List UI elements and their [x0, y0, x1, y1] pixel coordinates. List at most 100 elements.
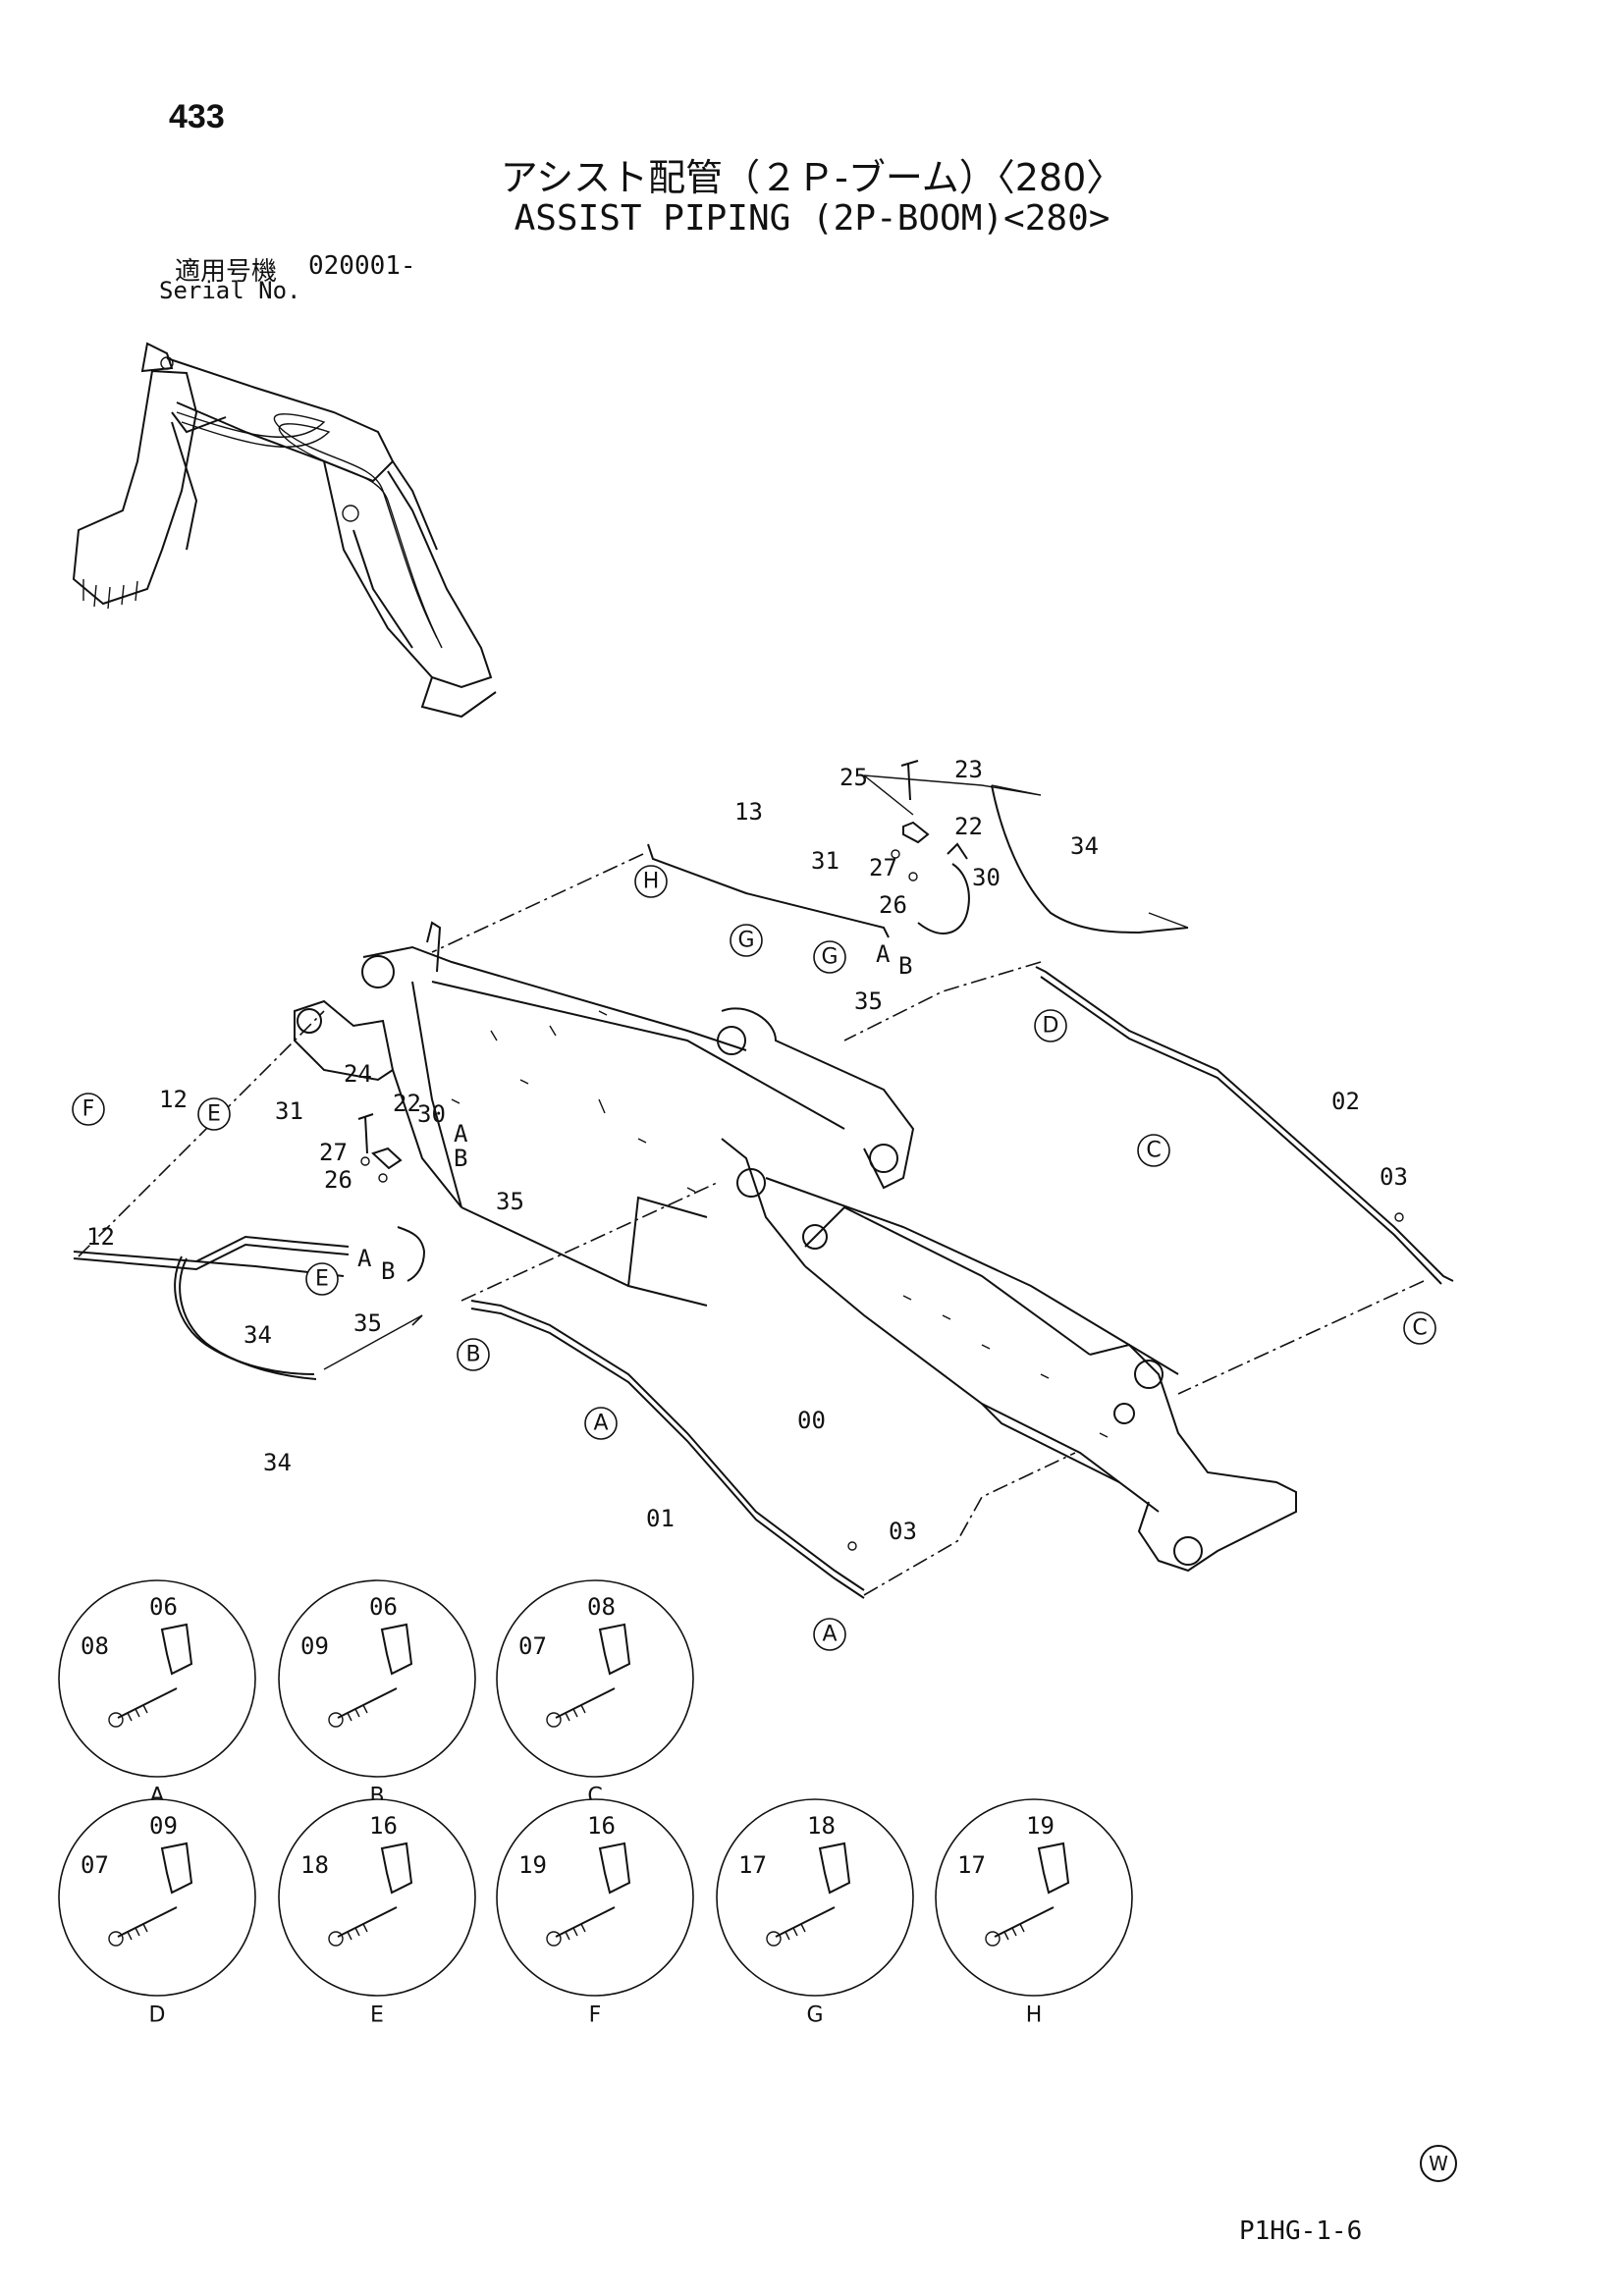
serial-number-value: 020001- — [308, 251, 416, 281]
callout-35: 35 — [496, 1188, 524, 1215]
port-A: A — [876, 940, 891, 968]
detail-part-17: 17 — [738, 1851, 767, 1879]
ref-circle-F: F — [72, 1093, 105, 1126]
port-B: B — [898, 952, 912, 980]
detail-view-H: 17 19H — [935, 1798, 1133, 2028]
ref-circle-G: G — [813, 940, 846, 974]
callout-30: 30 — [417, 1100, 446, 1128]
callout-22: 22 — [393, 1090, 421, 1117]
callout-01: 01 — [646, 1505, 675, 1532]
port-B: B — [454, 1145, 467, 1172]
callout-13: 13 — [734, 798, 763, 826]
ref-circle-G: G — [730, 924, 763, 957]
ref-letter: D — [1043, 1014, 1059, 1039]
leader-lines — [78, 853, 1425, 1596]
callout-34: 34 — [263, 1449, 292, 1476]
ref-letter: B — [465, 1343, 480, 1367]
ref-letter: E — [315, 1267, 329, 1292]
ref-letter: H — [643, 870, 660, 894]
ref-circle-C: C — [1137, 1134, 1170, 1167]
detail-part-09: 09 — [300, 1632, 329, 1660]
ref-circle-C: C — [1403, 1311, 1436, 1345]
detail-part-09: 09 — [149, 1812, 178, 1840]
serial-label-japanese: 適用号機 — [175, 257, 278, 287]
ref-circle-B: B — [457, 1338, 490, 1371]
footer-symbol: W — [1420, 2145, 1457, 2182]
ref-circle-E: E — [305, 1262, 339, 1296]
detail-part-18: 18 — [807, 1812, 836, 1840]
ref-letter: A — [822, 1623, 837, 1647]
callout-12: 12 — [159, 1086, 188, 1113]
callout-30: 30 — [972, 864, 1001, 891]
port-A: A — [454, 1120, 468, 1148]
ref-circle-A: A — [813, 1618, 846, 1651]
detail-part-16: 16 — [369, 1812, 398, 1840]
detail-label: D — [149, 2003, 166, 2028]
port-A: A — [357, 1245, 372, 1272]
detail-part-19: 19 — [1026, 1812, 1055, 1840]
detail-part-08: 08 — [587, 1593, 616, 1621]
callout-12: 12 — [86, 1223, 115, 1251]
callout-25: 25 — [839, 764, 868, 791]
ref-letter: G — [737, 929, 754, 953]
detail-part-07: 07 — [81, 1851, 109, 1879]
callout-24: 24 — [344, 1060, 372, 1088]
detail-label: E — [370, 2003, 384, 2028]
callout-34: 34 — [244, 1321, 272, 1349]
callout-26: 26 — [879, 891, 907, 919]
ref-circle-D: D — [1034, 1009, 1067, 1042]
ref-letter: E — [207, 1102, 221, 1127]
callout-23: 23 — [954, 756, 983, 783]
port-B: B — [381, 1257, 395, 1285]
callout-26: 26 — [324, 1166, 352, 1194]
ref-circle-H: H — [634, 865, 668, 898]
ref-circle-E: E — [197, 1097, 231, 1131]
ref-letter: C — [1412, 1316, 1427, 1341]
callout-27: 27 — [319, 1139, 348, 1166]
ref-letter: A — [593, 1412, 608, 1436]
callout-35: 35 — [353, 1309, 382, 1337]
detail-part-08: 08 — [81, 1632, 109, 1660]
ref-circle-A: A — [584, 1407, 618, 1440]
callout-34: 34 — [1070, 832, 1099, 860]
callout-27: 27 — [869, 854, 897, 881]
boom-drawing — [294, 921, 1297, 1573]
detail-view-E: 18 16E — [278, 1798, 476, 2028]
detail-view-G: 17 18G — [716, 1798, 914, 2028]
ref-letter: C — [1146, 1139, 1161, 1163]
detail-label: H — [1026, 2003, 1043, 2028]
title-english: ASSIST PIPING (2P-BOOM)<280> — [514, 198, 1110, 239]
excavator-overview-drawing — [72, 342, 497, 719]
callout-03: 03 — [1380, 1163, 1408, 1191]
footer-code: P1HG-1-6 — [1239, 2216, 1363, 2246]
callout-02: 02 — [1331, 1088, 1360, 1115]
page-number: 433 — [169, 98, 225, 135]
title-japanese: アシスト配管（２Ｐ-ブーム）〈280〉 — [500, 156, 1124, 199]
detail-part-06: 06 — [149, 1593, 178, 1621]
detail-label: G — [806, 2003, 823, 2028]
ref-letter: G — [821, 945, 838, 970]
callout-35: 35 — [854, 988, 883, 1015]
fittings — [357, 760, 1404, 1551]
detail-part-17: 17 — [957, 1851, 986, 1879]
pipe-lines — [73, 784, 1454, 1599]
detail-view-D: 07 09D — [58, 1798, 256, 2028]
callout-22: 22 — [954, 813, 983, 840]
callout-03: 03 — [889, 1518, 917, 1545]
callout-00: 00 — [797, 1407, 826, 1434]
detail-part-18: 18 — [300, 1851, 329, 1879]
detail-label: F — [589, 2003, 602, 2028]
detail-part-16: 16 — [587, 1812, 616, 1840]
ref-letter: F — [82, 1097, 95, 1122]
detail-part-06: 06 — [369, 1593, 398, 1621]
detail-part-07: 07 — [518, 1632, 547, 1660]
